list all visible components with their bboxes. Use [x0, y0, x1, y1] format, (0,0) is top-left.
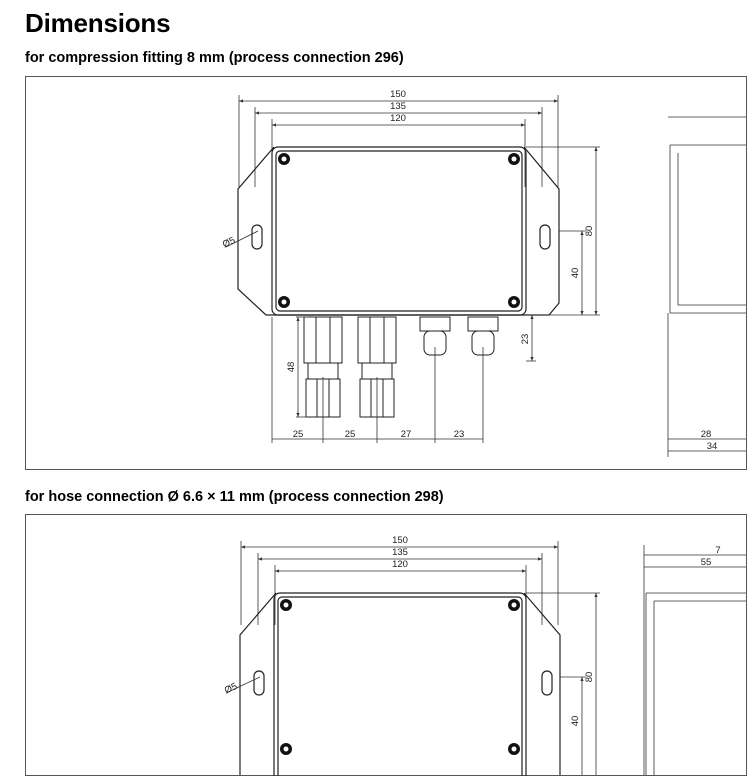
dim-150: 150 — [390, 89, 406, 100]
dim-80: 80 — [584, 672, 595, 683]
dim-48: 48 — [286, 362, 297, 373]
dim-diameter: Ø5 — [223, 681, 239, 696]
dim-side-28: 28 — [701, 429, 712, 440]
dim-120: 120 — [390, 113, 406, 124]
dim-25-a: 25 — [293, 429, 304, 440]
dim-40: 40 — [570, 268, 581, 279]
dim-23-bottom: 23 — [454, 429, 465, 440]
dim-135: 135 — [392, 547, 408, 558]
technical-drawing-compression-fitting: 150 135 120 25 25 27 23 28 34 80 40 23 4… — [221, 89, 746, 457]
dim-23-right: 23 — [520, 334, 531, 345]
drawing-frame-hose-connection: 150 135 120 7 55 80 40 Ø5 — [25, 514, 747, 776]
dim-side-34: 34 — [707, 441, 718, 452]
section2-subtitle: for hose connection Ø 6.6 × 11 mm (proce… — [25, 489, 444, 505]
dim-27: 27 — [401, 429, 412, 440]
dim-side-7: 7 — [715, 545, 720, 556]
drawing-frame-compression-fitting: 150 135 120 25 25 27 23 28 34 80 40 23 4… — [25, 76, 747, 470]
section1-subtitle: for compression fitting 8 mm (process co… — [25, 50, 404, 66]
dim-diameter: Ø5 — [221, 235, 237, 250]
dim-135: 135 — [390, 101, 406, 112]
dim-40: 40 — [570, 716, 581, 727]
dim-150: 150 — [392, 535, 408, 546]
dim-80: 80 — [584, 226, 595, 237]
dim-25-b: 25 — [345, 429, 356, 440]
dim-120: 120 — [392, 559, 408, 570]
dim-side-55: 55 — [701, 557, 712, 568]
page-title: Dimensions — [25, 8, 171, 38]
technical-drawing-hose-connection: 150 135 120 7 55 80 40 Ø5 — [223, 535, 746, 776]
